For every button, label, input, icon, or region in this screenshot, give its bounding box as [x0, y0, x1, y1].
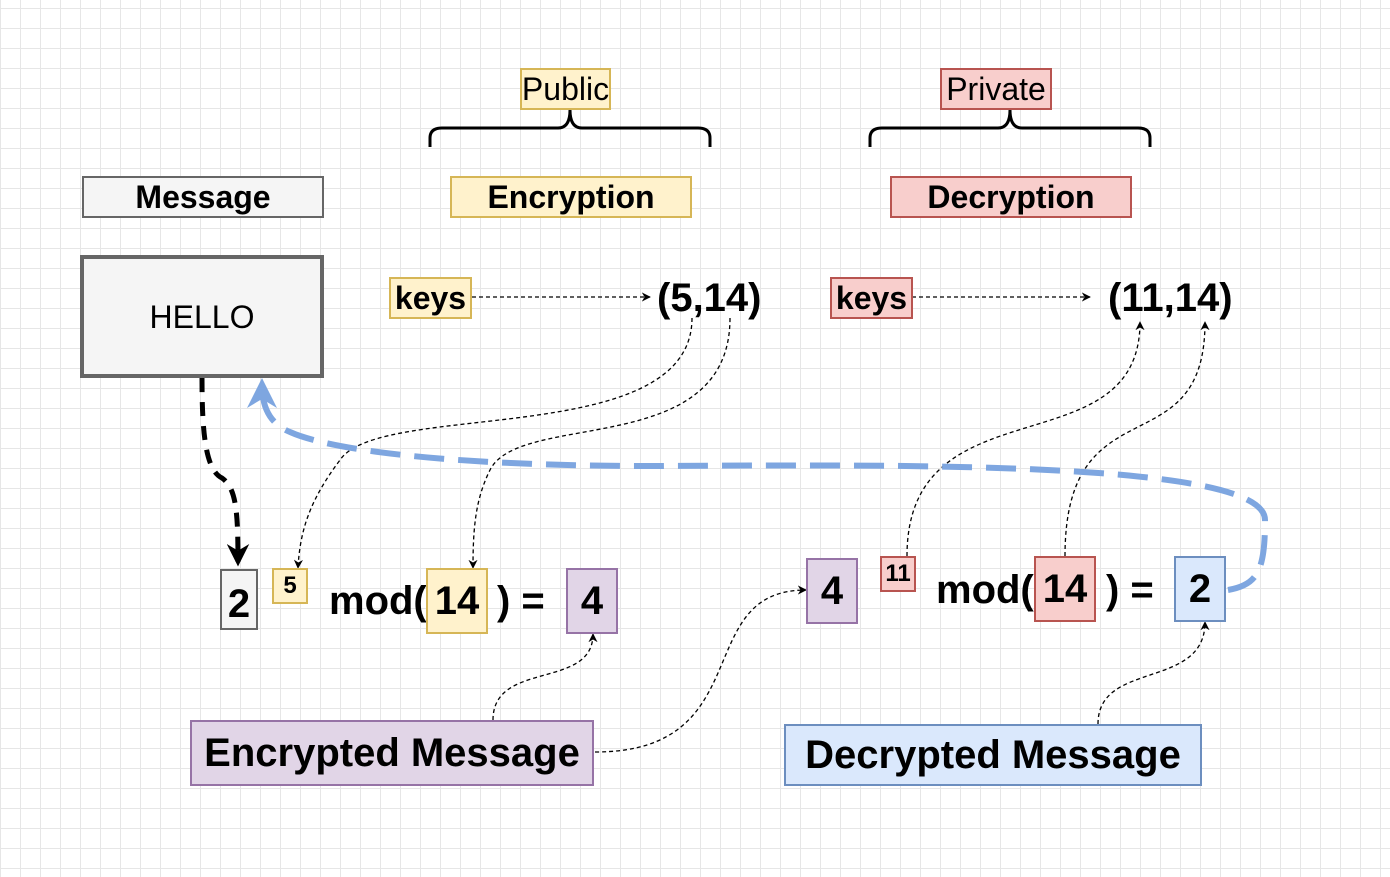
- encrypted-to-cipher-arrow: [594, 585, 807, 753]
- encryption-mod-prefix: mod(: [329, 579, 427, 623]
- public-keys-label: keys: [389, 277, 472, 319]
- decryption-modulus-box: 14: [1034, 556, 1096, 622]
- decrypted-message-label: Decrypted Message: [784, 724, 1202, 786]
- encryption-modulus-box: 14: [426, 568, 488, 634]
- public-key-pair: (5,14): [657, 276, 762, 320]
- public-label: Public: [520, 68, 611, 110]
- private-exponent-box: 11: [880, 556, 916, 592]
- decryption-header: Decryption: [890, 176, 1132, 218]
- private-label: Private: [940, 68, 1052, 110]
- decrypted-to-result-arrow: [1097, 621, 1210, 725]
- hello-message-box: HELLO: [80, 255, 324, 378]
- private-key-pair: (11,14): [1108, 276, 1233, 320]
- encryption-header: Encryption: [450, 176, 692, 218]
- private-bracket: [868, 109, 1152, 147]
- message-header: Message: [82, 176, 324, 218]
- private-exponent-arrow: [906, 321, 1145, 557]
- public-modulus-arrow: [468, 317, 731, 569]
- cipher-value-box: 4: [806, 558, 858, 624]
- encryption-result-box: 4: [566, 568, 618, 634]
- public-bracket: [428, 109, 712, 147]
- private-keys-label: keys: [830, 277, 913, 319]
- plain-value-box: 2: [220, 569, 258, 630]
- encryption-equals: ) =: [497, 579, 545, 623]
- decryption-result-box: 2: [1174, 556, 1226, 622]
- private-modulus-arrow: [1064, 321, 1210, 557]
- encrypted-to-result-arrow: [492, 633, 598, 721]
- decryption-equals: ) =: [1106, 568, 1154, 612]
- loop-back-arrow: [247, 378, 1269, 593]
- public-exponent-arrow: [293, 317, 693, 569]
- decryption-mod-prefix: mod(: [936, 568, 1034, 612]
- hello-to-plain-arrow: [199, 377, 250, 567]
- public-exponent-box: 5: [272, 568, 308, 604]
- encrypted-message-label: Encrypted Message: [190, 720, 594, 786]
